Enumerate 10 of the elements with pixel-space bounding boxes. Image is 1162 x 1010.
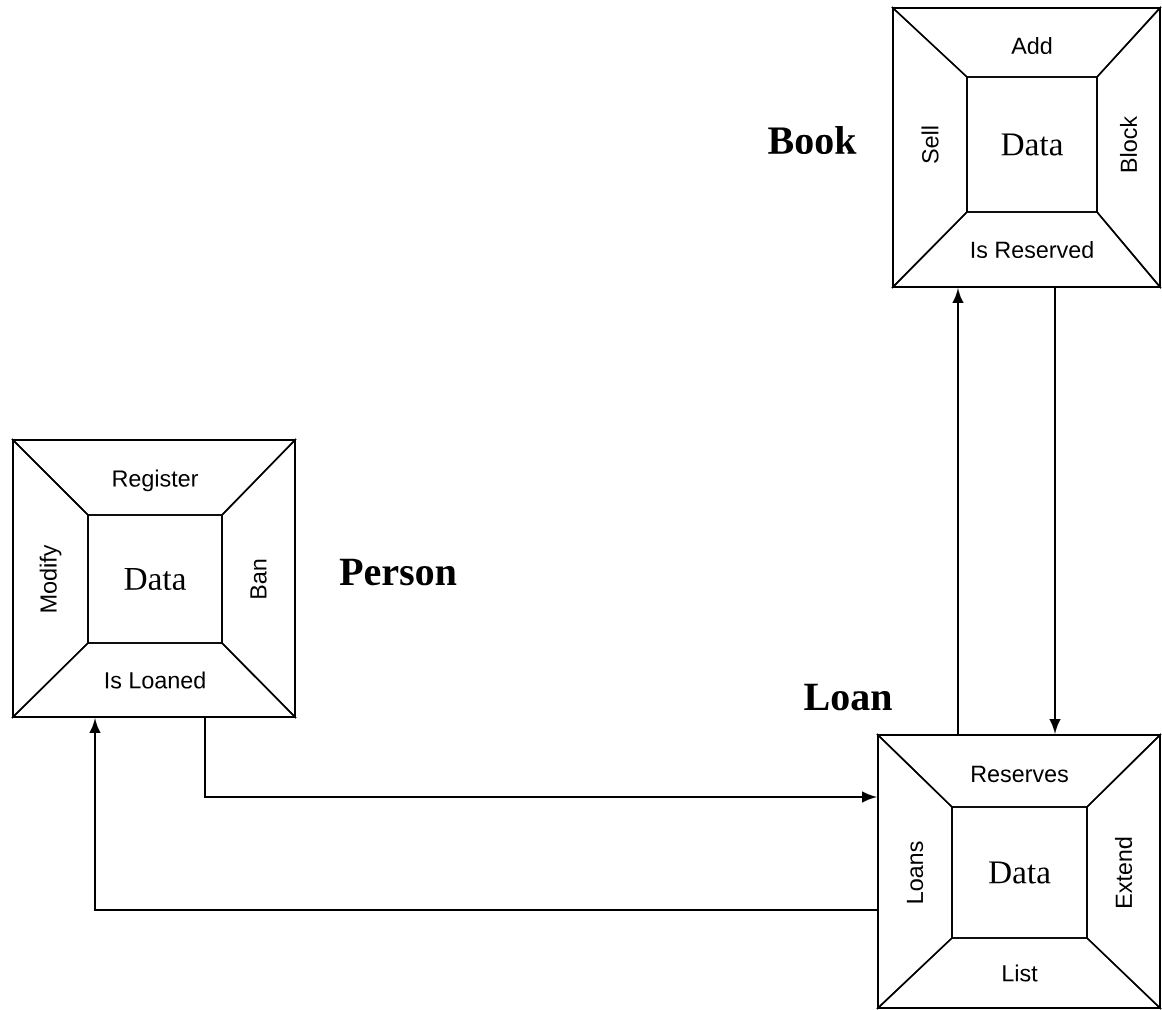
- arrow: [89, 721, 878, 911]
- data-square: Data: [966, 76, 1098, 213]
- arrow: [204, 717, 874, 803]
- data-square: Data: [87, 514, 223, 644]
- arrow: [952, 291, 964, 735]
- data-square: Data: [951, 806, 1088, 939]
- object-label: Book: [768, 125, 857, 155]
- object-label: Loan: [804, 683, 892, 711]
- arrow: [1049, 287, 1061, 731]
- object-label: Person: [339, 558, 457, 586]
